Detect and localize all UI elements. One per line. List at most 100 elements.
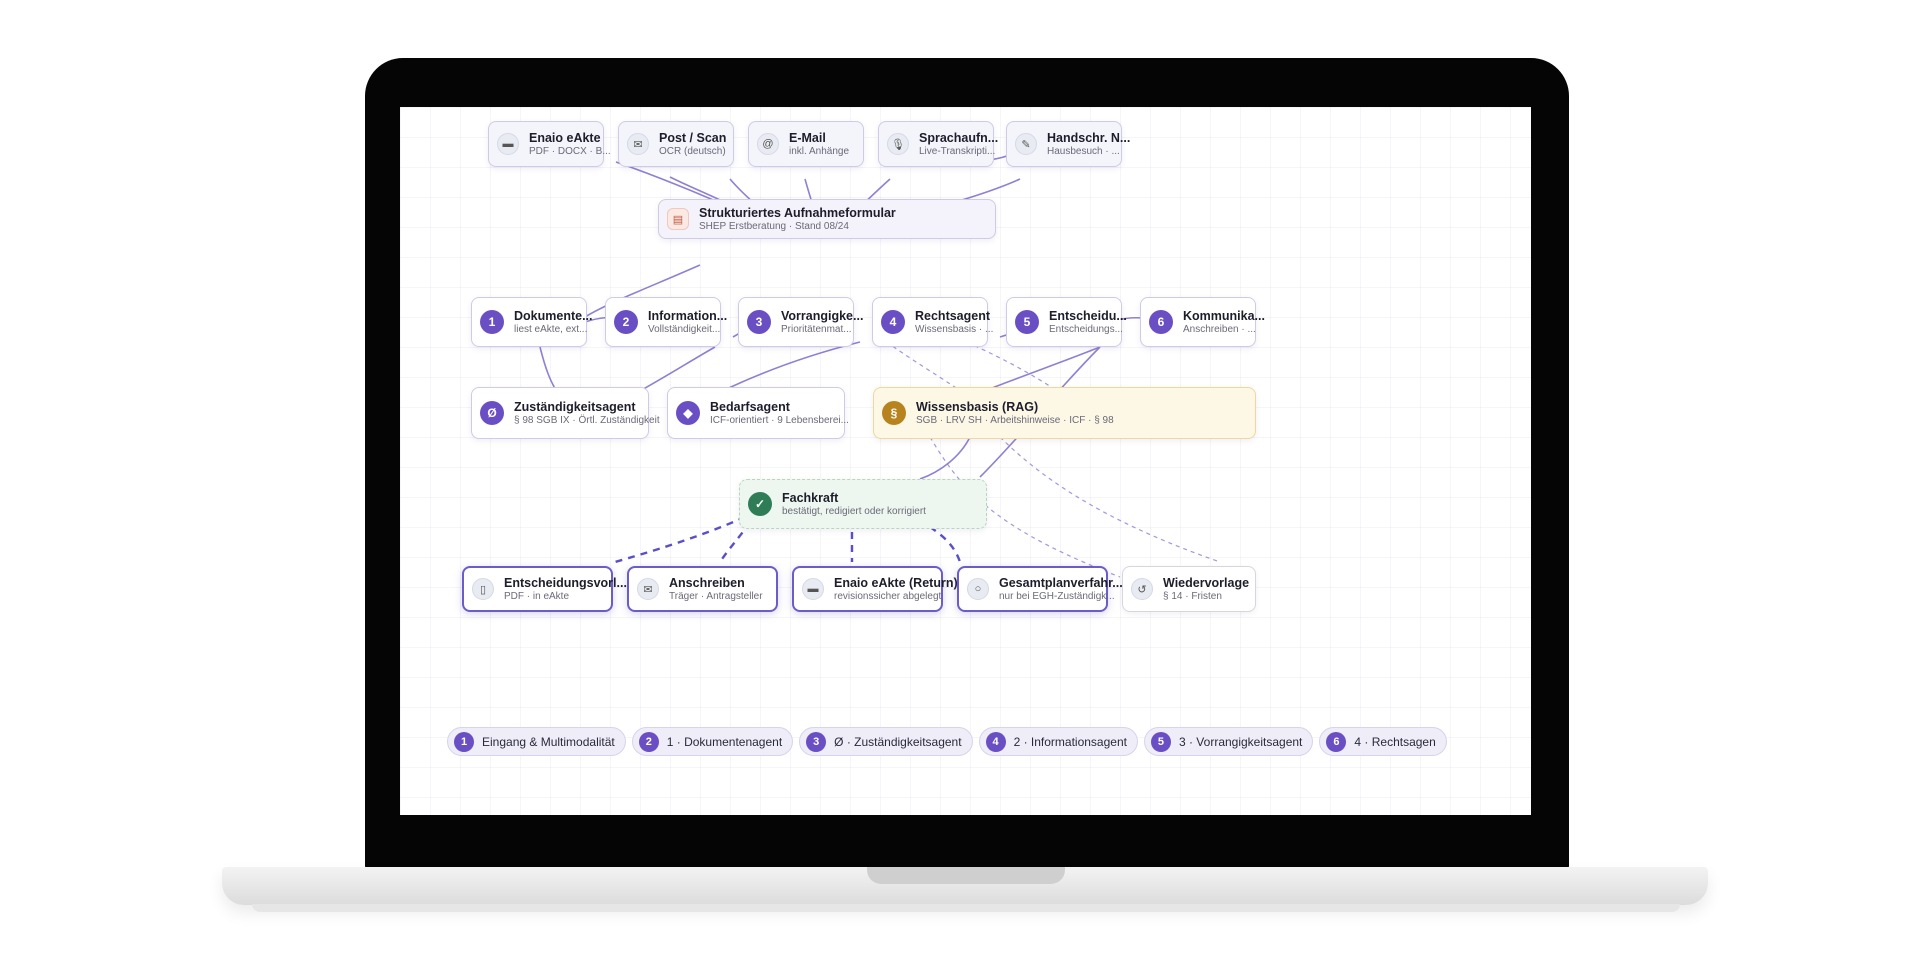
agent-vorrangigkeit[interactable]: 3 Vorrangigke...Prioritätenmat... xyxy=(738,297,863,347)
rag-title: Wissensbasis (RAG) xyxy=(916,400,1039,414)
source-sub: Hausbesuch · ... xyxy=(1047,146,1120,157)
agent-title: Vorrangigke... xyxy=(781,309,864,323)
agent-symbol: Ø xyxy=(480,401,504,425)
agent-sub: liest eAkte, ext... xyxy=(514,324,588,335)
zustaendigkeitsagent-node[interactable]: Ø Zuständigkeitsagent§ 98 SGB IX · Örtl.… xyxy=(471,387,660,439)
laptop-base-shadow xyxy=(252,904,1680,912)
step-number: 5 xyxy=(1150,731,1171,752)
step-number: 2 xyxy=(638,731,659,752)
folder-icon: ▬ xyxy=(497,133,519,155)
output-sub: revisionssicher abgelegt xyxy=(834,591,942,602)
folder-icon: ▬ xyxy=(802,578,824,600)
agent-number: 5 xyxy=(1015,310,1039,334)
agent-number: 1 xyxy=(480,310,504,334)
step-pill-2[interactable]: 2 1 · Dokumentenagent xyxy=(631,727,794,756)
step-number: 1 xyxy=(454,731,474,752)
fachkraft-title: Fachkraft xyxy=(782,491,839,505)
agent-number: 6 xyxy=(1149,310,1173,334)
step-label: 4 · Rechtsagen xyxy=(1354,734,1436,749)
mail-icon: ✉ xyxy=(627,133,649,155)
step-pill-1[interactable]: 1 Eingang & Multimodalität xyxy=(447,727,626,756)
agent-number: 4 xyxy=(881,310,905,334)
document-icon: ▯ xyxy=(472,578,494,600)
step-number: 6 xyxy=(1326,731,1347,752)
output-sub: PDF · in eAkte xyxy=(504,591,570,602)
source-sprachaufnahme[interactable]: 🎙 Sprachaufn...Live-Transkripti... xyxy=(878,121,998,167)
source-sub: PDF · DOCX · B... xyxy=(529,146,611,157)
fachkraft-sub: bestätigt, redigiert oder korrigiert xyxy=(782,506,926,517)
source-sub: OCR (deutsch) xyxy=(659,146,726,157)
agent-title: Bedarfsagent xyxy=(710,400,790,414)
step-label: 3 · Vorrangigkeitsagent xyxy=(1178,734,1303,749)
paragraph-icon: § xyxy=(882,401,906,425)
form-sub: SHEP Erstberatung · Stand 08/24 xyxy=(699,221,849,232)
step-pill-4[interactable]: 4 2 · Informationsagent xyxy=(978,727,1138,756)
agent-title: Entscheidu... xyxy=(1049,309,1127,323)
agent-sub: ICF-orientiert · 9 Lebensberei... xyxy=(710,415,849,426)
agent-title: Information... xyxy=(648,309,728,323)
source-title: Enaio eAkte xyxy=(529,131,601,145)
wissensbasis-rag-node[interactable]: § Wissensbasis (RAG)SGB · LRV SH · Arbei… xyxy=(873,387,1256,439)
step-label: 2 · Informationsagent xyxy=(1013,734,1127,749)
at-icon: @ xyxy=(757,133,779,155)
output-sub: § 14 · Fristen xyxy=(1163,591,1222,602)
source-handschrift[interactable]: ✎ Handschr. N...Hausbesuch · ... xyxy=(1006,121,1130,167)
output-title: Entscheidungsvorl... xyxy=(504,576,627,590)
step-label: Eingang & Multimodalität xyxy=(482,734,615,749)
agent-sub: Entscheidungs... xyxy=(1049,324,1123,335)
output-title: Wiedervorlage xyxy=(1163,576,1250,590)
refresh-icon: ↺ xyxy=(1131,578,1153,600)
output-wiedervorlage[interactable]: ↺ Wiedervorlage§ 14 · Fristen xyxy=(1122,566,1256,612)
agent-number: 2 xyxy=(614,310,638,334)
agent-sub: Wissensbasis · ... xyxy=(915,324,994,335)
output-gesamtplanverfahren[interactable]: ○ Gesamtplanverfahr...nur bei EGH-Zustän… xyxy=(957,566,1123,612)
checkmark-icon: ✓ xyxy=(748,492,772,516)
output-sub: nur bei EGH-Zuständigk... xyxy=(999,591,1115,602)
circle-icon: ○ xyxy=(967,578,989,600)
agent-number: 3 xyxy=(747,310,771,334)
step-pill-6[interactable]: 6 4 · Rechtsagen xyxy=(1319,727,1447,756)
pen-icon: ✎ xyxy=(1015,133,1037,155)
agent-sub: Anschreiben · ... xyxy=(1183,324,1256,335)
agent-sub: Prioritätenmat... xyxy=(781,324,852,335)
agent-title: Rechtsagent xyxy=(915,309,991,323)
agent-entscheidung[interactable]: 5 Entscheidu...Entscheidungs... xyxy=(1006,297,1127,347)
form-title: Strukturiertes Aufnahmeformular xyxy=(699,206,896,220)
output-enaio-return[interactable]: ▬ Enaio eAkte (Return)revisionssicher ab… xyxy=(792,566,958,612)
step-pill-5[interactable]: 5 3 · Vorrangigkeitsagent xyxy=(1143,727,1314,756)
source-sub: Live-Transkripti... xyxy=(919,146,996,157)
agent-sub: § 98 SGB IX · Örtl. Zuständigkeit xyxy=(514,415,660,426)
agent-title: Zuständigkeitsagent xyxy=(514,400,636,414)
laptop-notch xyxy=(867,867,1065,884)
output-title: Gesamtplanverfahr... xyxy=(999,576,1123,590)
agent-symbol: ◆ xyxy=(676,401,700,425)
step-number: 4 xyxy=(985,731,1006,752)
source-sub: inkl. Anhänge xyxy=(789,146,850,157)
output-title: Anschreiben xyxy=(669,576,745,590)
agent-information[interactable]: 2 Information...Vollständigkeit... xyxy=(605,297,727,347)
microphone-icon: 🎙 xyxy=(887,133,909,155)
agent-sub: Vollständigkeit... xyxy=(648,324,721,335)
output-entscheidungsvorlage[interactable]: ▯ Entscheidungsvorl...PDF · in eAkte xyxy=(462,566,627,612)
clipboard-icon: ▤ xyxy=(667,208,689,230)
agent-kommunikation[interactable]: 6 Kommunika...Anschreiben · ... xyxy=(1140,297,1265,347)
agent-dokumente[interactable]: 1 Dokumente...liest eAkte, ext... xyxy=(471,297,593,347)
output-title: Enaio eAkte (Return) xyxy=(834,576,958,590)
output-sub: Träger · Antragsteller xyxy=(669,591,763,602)
source-title: Post / Scan xyxy=(659,131,727,145)
agent-title: Dokumente... xyxy=(514,309,593,323)
source-title: Handschr. N... xyxy=(1047,131,1131,145)
rag-sub: SGB · LRV SH · Arbeitshinweise · ICF · §… xyxy=(916,415,1114,426)
step-label: 1 · Dokumentenagent xyxy=(666,734,783,749)
